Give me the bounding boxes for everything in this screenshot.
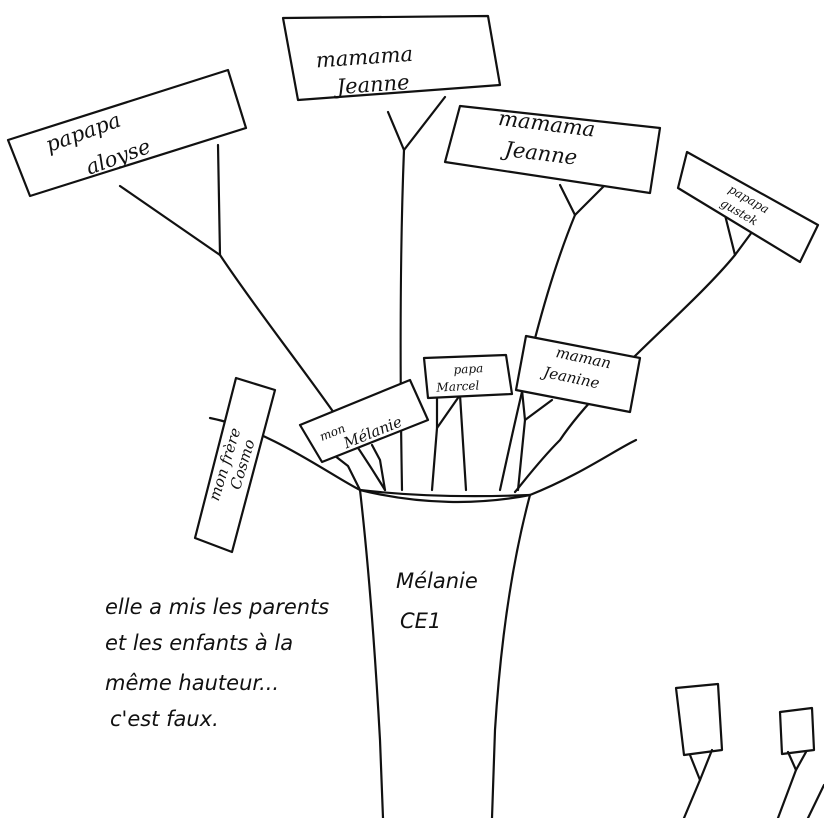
teacher-comment: elle a mis les parents et les enfants à … [105,595,329,731]
box-mamama-top-line2: Jeanne [332,70,410,99]
box-papapa-aloyse: papapa aloyse [8,70,246,196]
crown-line [210,418,636,502]
comment-line-4: c'est faux. [110,707,219,731]
tree-trunk [360,490,530,818]
trunk-name: Mélanie [396,569,478,593]
box-maman: maman Jeanine [516,336,640,412]
comment-line-2: et les enfants à la [105,631,293,655]
trunk-grade: CE1 [400,609,441,633]
box-papa-line1: papa [453,361,483,377]
box-mamama-top: mamama Jeanne [283,16,500,100]
partial-tree-bottom-right [676,684,824,818]
comment-line-1: elle a mis les parents [105,595,329,619]
box-papapa-right: papapa gustek [678,152,818,262]
box-mamama-mid: mamama Jeanne [445,106,660,193]
box-papa-line2: Marcel [435,378,480,394]
box-papa: papa Marcel [424,355,512,398]
tree-branches [120,97,752,492]
box-frere: mon frère Cosmo [195,378,275,552]
comment-line-3: même hauteur... [105,671,279,695]
